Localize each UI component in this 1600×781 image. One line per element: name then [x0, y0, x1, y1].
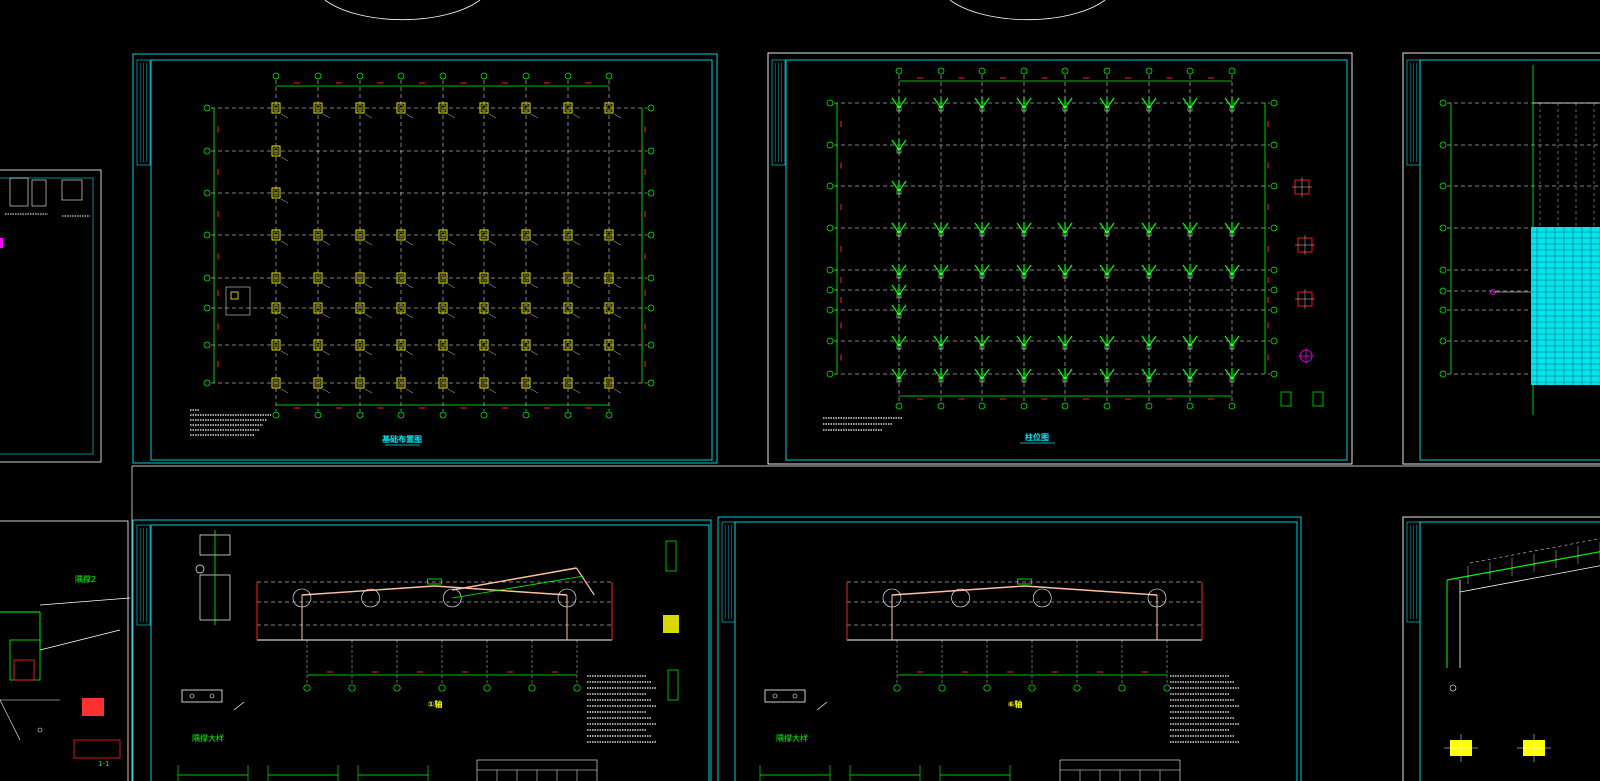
title-strip-3	[1406, 59, 1421, 166]
roof-hatch-area	[1531, 227, 1600, 385]
foundation-grid	[203, 72, 655, 419]
sheet-title-elevation-1: ①轴	[428, 699, 443, 709]
column-grid	[826, 67, 1278, 410]
sheet-roof-plan[interactable]	[1402, 52, 1600, 465]
title-strip-4	[136, 524, 151, 626]
sheet-column-plan[interactable]: 柱位图	[767, 52, 1353, 465]
sheet-title-foundation: 基础布置图	[381, 434, 422, 444]
detail-label-1: 隅撑大样	[192, 733, 224, 743]
detail-label-section: 1-1	[98, 760, 109, 768]
arc-top-right	[949, 0, 1106, 21]
sheet-foundation-plan[interactable]: 基础布置图	[132, 53, 718, 464]
detail-label-2: 隅撑大样	[776, 733, 808, 743]
sheet-elevation-1[interactable]: ①轴 隅撑大样	[132, 519, 712, 781]
notes-block-1	[190, 409, 271, 436]
sheet-detail-left[interactable]: 隅撑2 1-1	[0, 520, 131, 781]
arc-top-left	[324, 0, 481, 21]
title-strip-6	[1406, 521, 1421, 623]
elevation-drawing-1	[177, 530, 679, 781]
title-strip-1	[136, 59, 151, 166]
elevation-drawing-2	[759, 578, 1240, 781]
sheet-title-column: 柱位图	[1025, 432, 1049, 442]
title-strip-5	[721, 521, 736, 623]
roof-hatch-lines	[1531, 227, 1600, 385]
sheet-detail-right[interactable]	[1402, 516, 1600, 781]
sheet-title-elevation-2: ⑥轴	[1008, 699, 1023, 709]
sheet-elevation-2[interactable]: ⑥轴 隅撑大样	[717, 516, 1302, 781]
sheet-left-small[interactable]	[0, 169, 102, 463]
title-strip-2	[771, 59, 786, 166]
detail-label-brace: 隅撑2	[75, 574, 96, 584]
column-details	[823, 177, 1324, 431]
